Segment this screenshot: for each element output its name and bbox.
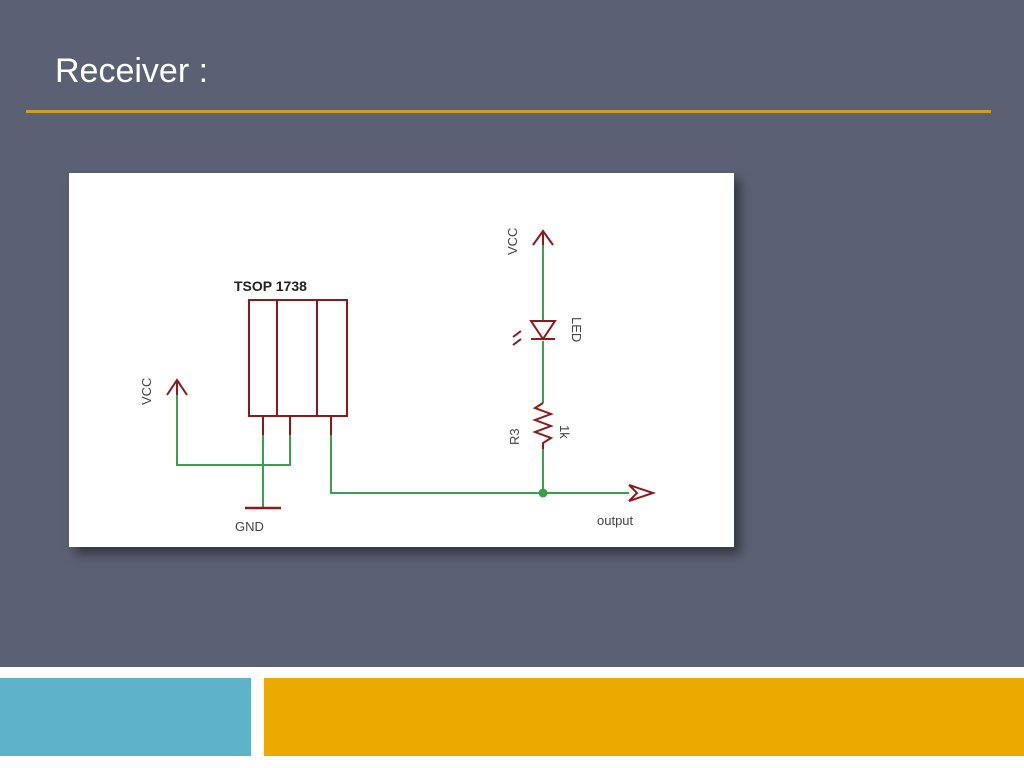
resistor-value-label: 1k [557, 425, 572, 439]
receiver-schematic: TSOP 1738 VCC VCC LED R3 1k GND output [69, 173, 734, 547]
led-icon [529, 320, 557, 341]
led-ray-2 [512, 338, 522, 346]
ic-body [248, 299, 348, 417]
resistor-name-label: R3 [507, 428, 522, 445]
components [166, 229, 657, 510]
wire-output [330, 416, 629, 494]
title-divider [26, 110, 991, 113]
junction-dot [538, 488, 548, 498]
resistor-icon [532, 402, 554, 449]
schematic-canvas: TSOP 1738 VCC VCC LED R3 1k GND output [139, 228, 657, 534]
gnd-label: GND [235, 519, 264, 534]
footer-accent-gold [264, 678, 1024, 756]
vcc-left-label: VCC [139, 378, 154, 405]
led-label: LED [569, 317, 584, 342]
output-label: output [597, 513, 634, 528]
footer-accent-blue [0, 678, 251, 756]
slide-title: Receiver : [55, 52, 209, 90]
wire-vcc-left [176, 393, 291, 466]
output-arrow-icon [628, 484, 657, 502]
vcc-right-label: VCC [505, 228, 520, 255]
led-ray-1 [512, 330, 522, 338]
ic-label: TSOP 1738 [234, 278, 307, 294]
